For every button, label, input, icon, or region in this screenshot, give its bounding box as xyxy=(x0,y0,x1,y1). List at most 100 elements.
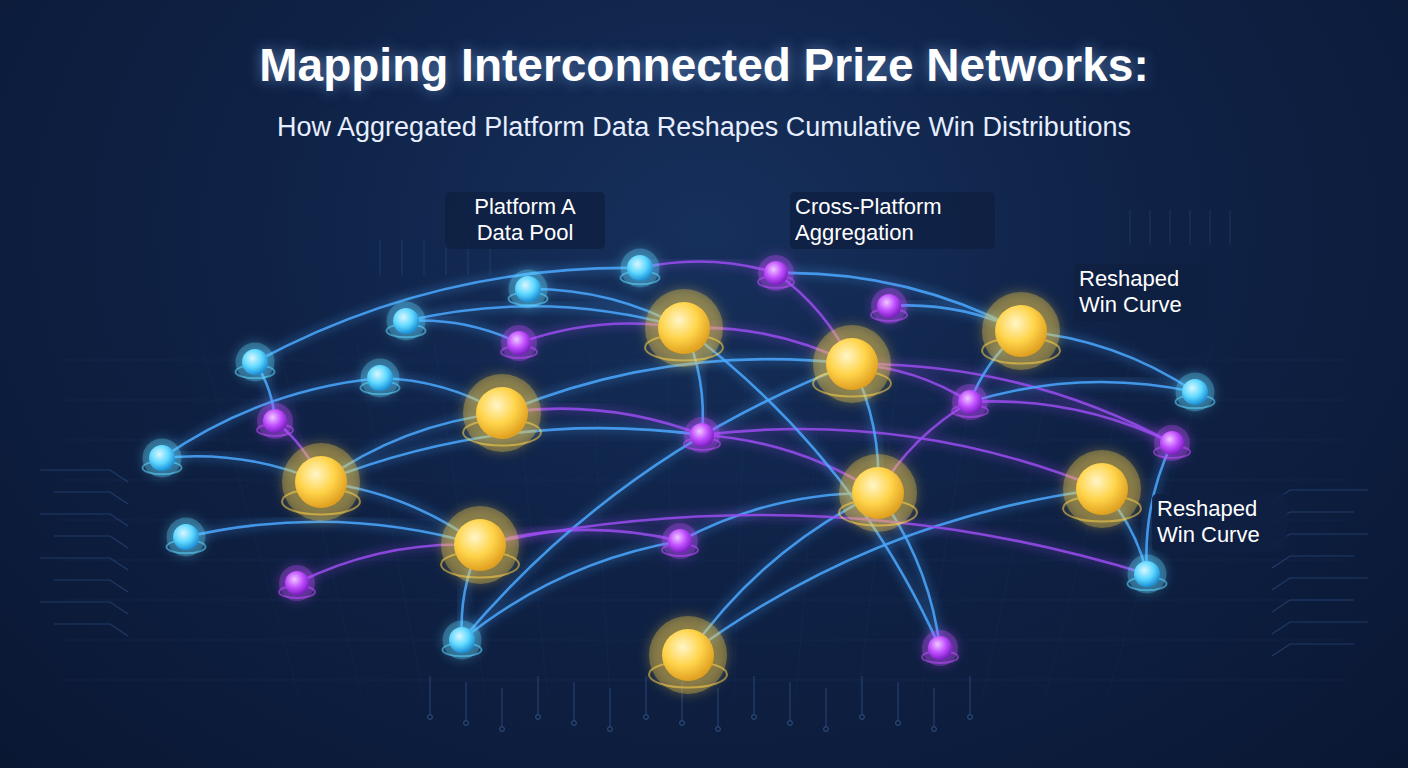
glow-dot xyxy=(361,359,400,398)
glow-dot xyxy=(813,325,891,403)
dot-core xyxy=(476,387,528,439)
network-link xyxy=(970,382,1195,402)
dot-core xyxy=(285,571,309,595)
glow-dot xyxy=(1063,450,1141,528)
dot-glow xyxy=(871,288,907,324)
dot-core xyxy=(658,302,710,354)
label-wrap: Reshaped Win Curve xyxy=(1152,494,1287,551)
glow-dot xyxy=(387,302,426,341)
dot-glow xyxy=(621,249,660,288)
network-link xyxy=(684,328,940,648)
glow-dot xyxy=(279,565,315,601)
link-glow xyxy=(970,401,1172,443)
dot-glow xyxy=(839,454,917,532)
dot-core xyxy=(242,349,268,375)
dot-core xyxy=(449,627,475,653)
dot-glow xyxy=(236,343,275,382)
dot-core xyxy=(1134,561,1160,587)
dot-glow xyxy=(387,302,426,341)
glow-dot xyxy=(509,270,548,309)
network-dots xyxy=(143,249,1215,695)
dot-glow xyxy=(649,616,727,694)
dot-glow xyxy=(501,325,537,361)
glow-dot xyxy=(621,249,660,288)
dot-glow xyxy=(441,506,519,584)
dot-glow xyxy=(509,270,548,309)
network-label: Reshaped Win Curve xyxy=(1152,494,1287,551)
glow-dot xyxy=(1128,555,1167,594)
dot-core xyxy=(627,255,653,281)
title-wrap: Mapping Interconnected Prize Networks: xyxy=(0,38,1408,92)
dot-glow xyxy=(143,439,182,478)
dot-glow xyxy=(463,374,541,452)
dot-glow xyxy=(645,289,723,367)
dot-core xyxy=(877,294,901,318)
glow-dot xyxy=(257,403,293,439)
network-link xyxy=(462,364,852,640)
dot-core xyxy=(826,338,878,390)
dot-core xyxy=(764,261,788,285)
dot-glow xyxy=(662,523,698,559)
dot-core xyxy=(393,308,419,334)
dot-glow xyxy=(1154,425,1190,461)
glow-dot xyxy=(1176,373,1215,412)
dot-core xyxy=(149,445,175,471)
dot-core xyxy=(1160,431,1184,455)
dot-core xyxy=(454,519,506,571)
glow-dot xyxy=(684,417,720,453)
glow-dot xyxy=(143,439,182,478)
dot-glow xyxy=(922,630,958,666)
dot-glow xyxy=(952,384,988,420)
glow-dot xyxy=(443,621,482,660)
dot-core xyxy=(928,636,952,660)
glow-dot xyxy=(167,518,206,557)
dot-core xyxy=(295,456,347,508)
glow-dot xyxy=(922,630,958,666)
main-title: Mapping Interconnected Prize Networks: xyxy=(259,38,1148,92)
label-wrap: Reshaped Win Curve xyxy=(1074,264,1209,321)
dot-core xyxy=(668,529,692,553)
link-glow xyxy=(684,328,940,648)
dot-glow xyxy=(1176,373,1215,412)
network-link xyxy=(162,378,380,458)
glow-dot xyxy=(871,288,907,324)
network-label: Reshaped Win Curve xyxy=(1074,264,1209,321)
dot-core xyxy=(1076,463,1128,515)
subtitle: How Aggregated Platform Data Reshapes Cu… xyxy=(277,112,1131,143)
dot-glow xyxy=(361,359,400,398)
dot-core xyxy=(852,467,904,519)
glow-dot xyxy=(282,443,360,521)
glow-dot xyxy=(463,374,541,452)
link-glow xyxy=(640,261,776,273)
dot-glow xyxy=(758,255,794,291)
glow-dot xyxy=(952,384,988,420)
dot-glow xyxy=(282,443,360,521)
circuit-traces xyxy=(40,210,1368,731)
dot-glow xyxy=(982,292,1060,370)
dot-glow xyxy=(1128,555,1167,594)
dot-glow xyxy=(257,403,293,439)
label-wrap: Platform A Data Pool xyxy=(445,192,605,249)
glow-dot xyxy=(662,523,698,559)
glow-dot xyxy=(236,343,275,382)
label-wrap: How Aggregated Platform Data Reshapes Cu… xyxy=(0,112,1408,143)
network-label: Cross-Platform Aggregation xyxy=(790,192,995,249)
dot-core xyxy=(958,390,982,414)
dot-core xyxy=(690,423,714,447)
network-link xyxy=(255,268,640,362)
glow-dot xyxy=(501,325,537,361)
dot-core xyxy=(263,409,287,433)
dot-core xyxy=(367,365,393,391)
dot-glow xyxy=(167,518,206,557)
network-link xyxy=(852,364,1172,443)
dot-glow xyxy=(813,325,891,403)
dot-glow xyxy=(443,621,482,660)
network-link xyxy=(480,515,1147,574)
link-glow xyxy=(462,364,852,640)
dot-core xyxy=(507,331,531,355)
glow-dot xyxy=(1154,425,1190,461)
glow-dot xyxy=(982,292,1060,370)
network-link xyxy=(970,401,1172,443)
network-link xyxy=(640,261,776,273)
glow-dot xyxy=(649,616,727,694)
